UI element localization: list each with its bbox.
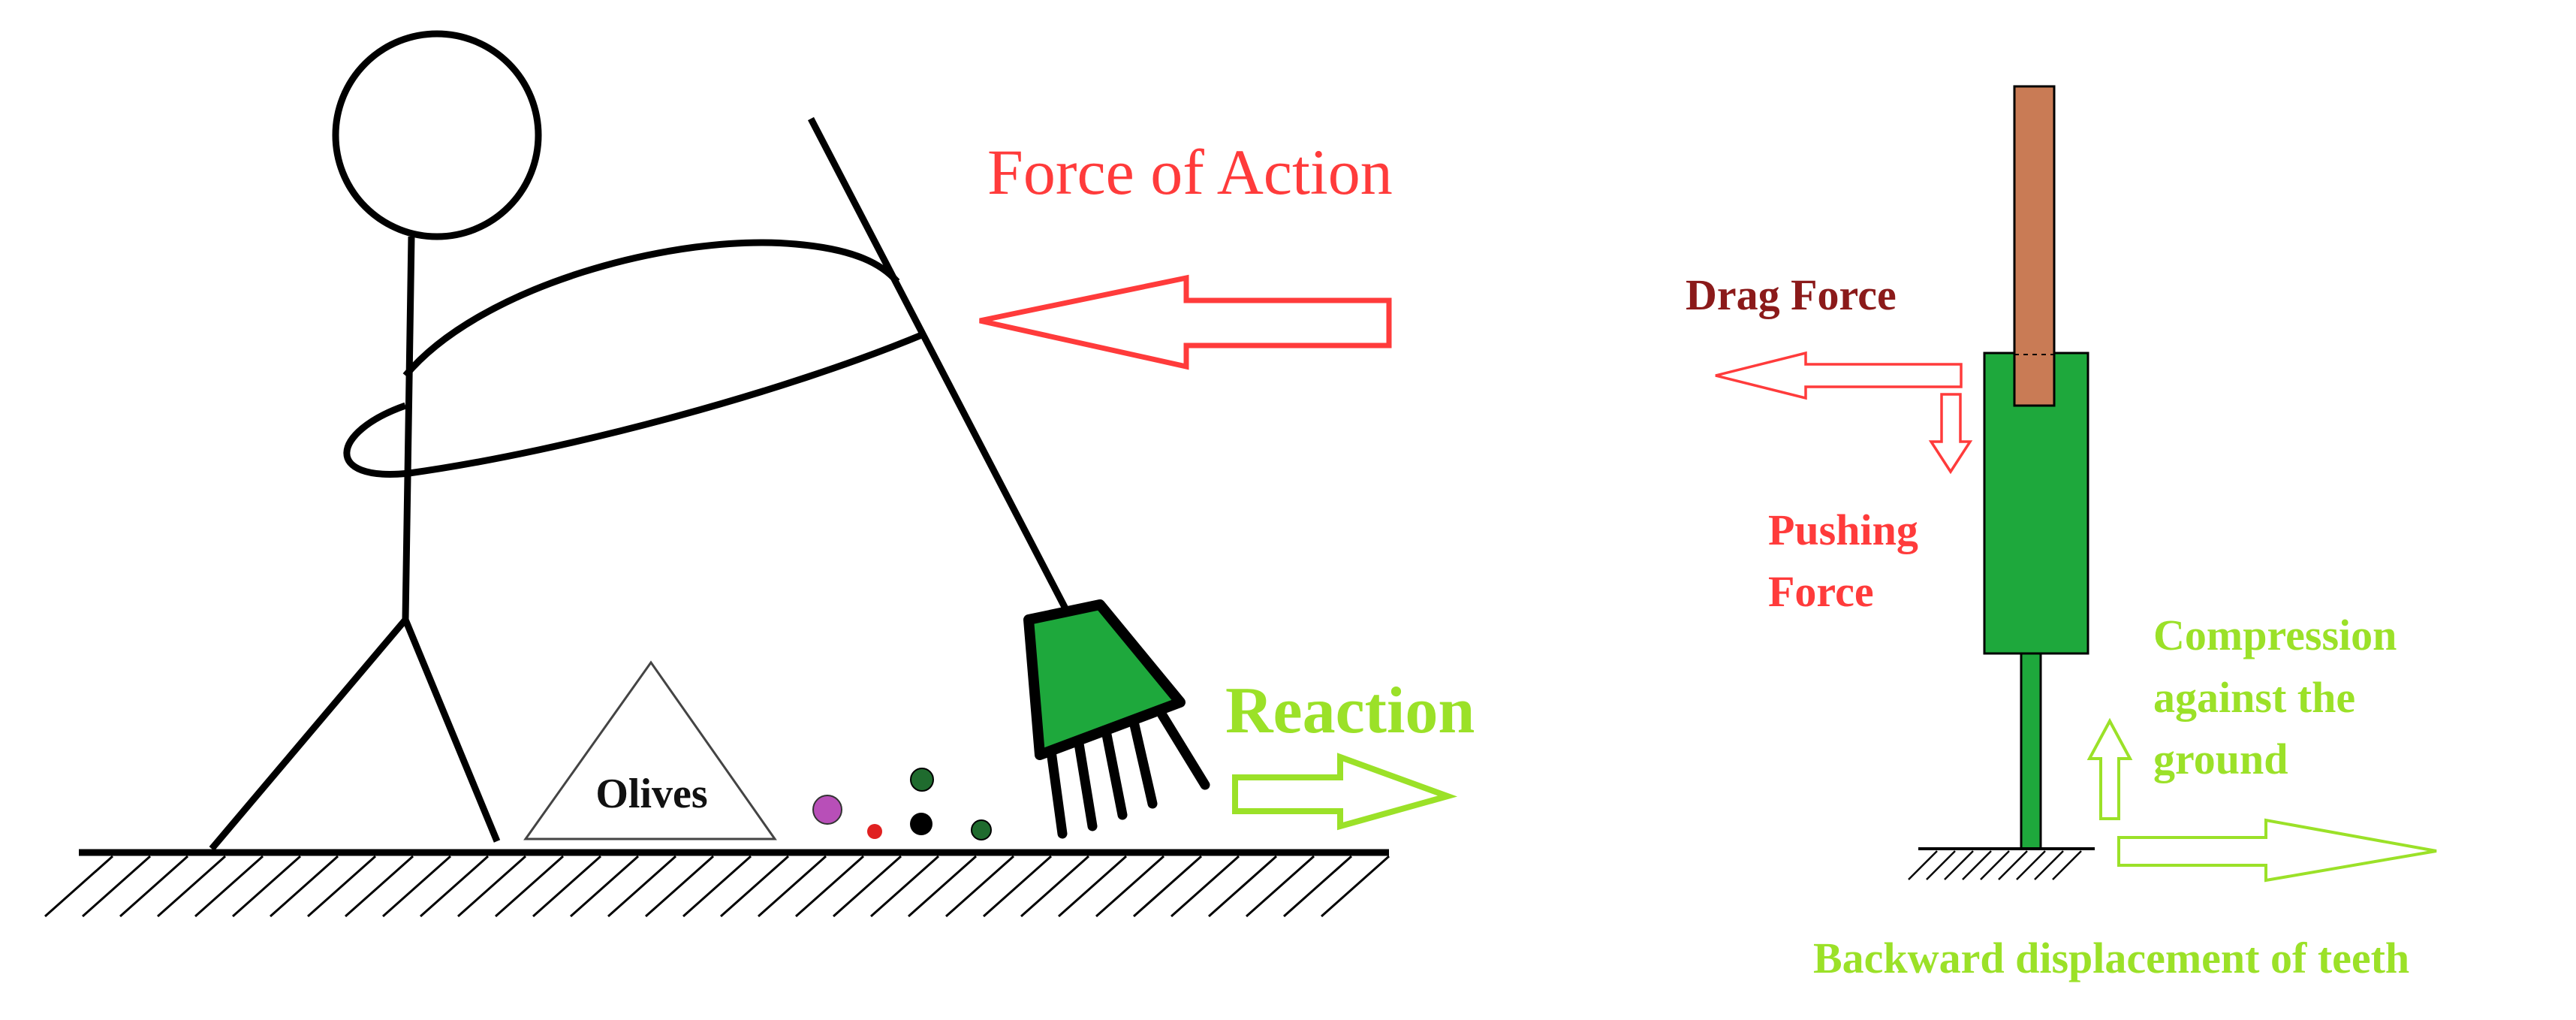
ground-hatch-mark — [870, 855, 939, 918]
backward-displacement-label: Backward displacement of teeth — [1813, 934, 2409, 982]
force-of-action-label: Force of Action — [987, 136, 1393, 208]
olive-red — [867, 824, 882, 839]
ground-hatch-mark — [420, 855, 489, 918]
figure-head — [332, 30, 542, 240]
force-of-action-arrow — [979, 274, 1392, 370]
ground-hatch-mark — [270, 855, 339, 918]
rake-teeth — [1046, 710, 1210, 839]
rake-head — [1023, 599, 1186, 760]
right-panel: Drag Force Pushing Force Compression aga… — [1686, 85, 2437, 982]
pushing-force-label-line1: Pushing — [1768, 505, 1918, 554]
drag-force-arrow — [1715, 351, 1963, 400]
ground-hatch-mark — [570, 855, 639, 918]
olive-green-top — [910, 768, 934, 792]
ground-hatch-mark — [1095, 855, 1164, 918]
ground-hatch-mark — [607, 855, 676, 918]
ground-hatch-mark — [833, 855, 902, 918]
compression-label-line3: ground — [2153, 735, 2288, 783]
reaction-label: Reaction — [1225, 674, 1475, 747]
ground-hatch-mark — [1020, 855, 1089, 918]
olive-purple — [812, 795, 842, 825]
olive-green-right — [971, 819, 992, 840]
left-panel: Olives Force of Action Reaction — [44, 30, 1475, 918]
ground-hatch-mark — [382, 855, 451, 918]
figure-arm-loop — [343, 330, 925, 478]
ground-hatch-mark — [645, 855, 714, 918]
right-ground-hatching — [1908, 850, 2082, 880]
figure-torso — [402, 236, 415, 620]
rake — [808, 116, 1210, 839]
right-ground-hatch-mark — [2016, 850, 2046, 880]
loose-olives — [812, 768, 992, 840]
ground-hatching — [44, 855, 1390, 918]
ground-hatch-mark — [908, 855, 977, 918]
olives-label: Olives — [595, 771, 707, 817]
compression-arrow — [2086, 717, 2133, 820]
ground-hatch-mark — [532, 855, 601, 918]
ground-hatch-mark — [495, 855, 564, 918]
ground-hatch-mark — [1170, 855, 1240, 918]
right-ground-hatch-mark — [1944, 850, 1974, 880]
drag-force-label: Drag Force — [1686, 270, 1897, 319]
ground-hatch-mark — [795, 855, 864, 918]
ground-hatch-mark — [1283, 855, 1352, 918]
ground-hatch-mark — [1133, 855, 1202, 918]
ground-hatch-mark — [1246, 855, 1315, 918]
ground-hatch-mark — [82, 855, 151, 918]
olives-pile-triangle — [523, 660, 777, 840]
ground-hatch-mark — [157, 855, 226, 918]
ground-hatch-mark — [119, 855, 188, 918]
ground-hatch-mark — [758, 855, 827, 918]
ground-hatch-mark — [983, 855, 1052, 918]
ground-hatch-mark — [1208, 855, 1277, 918]
ground-hatch-mark — [1321, 855, 1390, 918]
figure-arm-upper — [402, 239, 900, 378]
right-ground-hatch-mark — [1962, 850, 1992, 880]
right-ground-hatch-mark — [1926, 850, 1956, 880]
ground-hatch-mark — [345, 855, 414, 918]
ground-hatch-mark — [945, 855, 1014, 918]
reaction-arrow — [1232, 753, 1458, 831]
ground-hatch-mark — [682, 855, 752, 918]
ground-hatch-mark — [307, 855, 376, 918]
pushing-force-label-line2: Force — [1768, 567, 1874, 616]
rake-handle — [808, 116, 1069, 612]
backward-displacement-arrow — [2117, 818, 2437, 883]
pushing-force-arrow — [1928, 393, 1973, 475]
right-ground-hatch-mark — [1980, 850, 2010, 880]
right-ground-hatch-mark — [1998, 850, 2028, 880]
right-ground-hatch-mark — [2034, 850, 2064, 880]
ground-hatch-mark — [1058, 855, 1127, 918]
right-ground-hatch-mark — [1908, 850, 1938, 880]
ground-hatch-mark — [194, 855, 264, 918]
stick-figure — [209, 30, 925, 851]
tine-handle — [2013, 85, 2056, 407]
ground-hatch-mark — [720, 855, 789, 918]
olive-black — [910, 813, 932, 835]
right-ground-hatch-mark — [2052, 850, 2082, 880]
ground-hatch-mark — [44, 855, 113, 918]
ground-hatch-mark — [232, 855, 301, 918]
figure-right-leg — [402, 618, 501, 843]
compression-label-line1: Compression — [2153, 611, 2397, 659]
figure-left-leg — [209, 617, 408, 851]
ground-hatch-mark — [457, 855, 526, 918]
compression-label-line2: against the — [2153, 673, 2355, 722]
